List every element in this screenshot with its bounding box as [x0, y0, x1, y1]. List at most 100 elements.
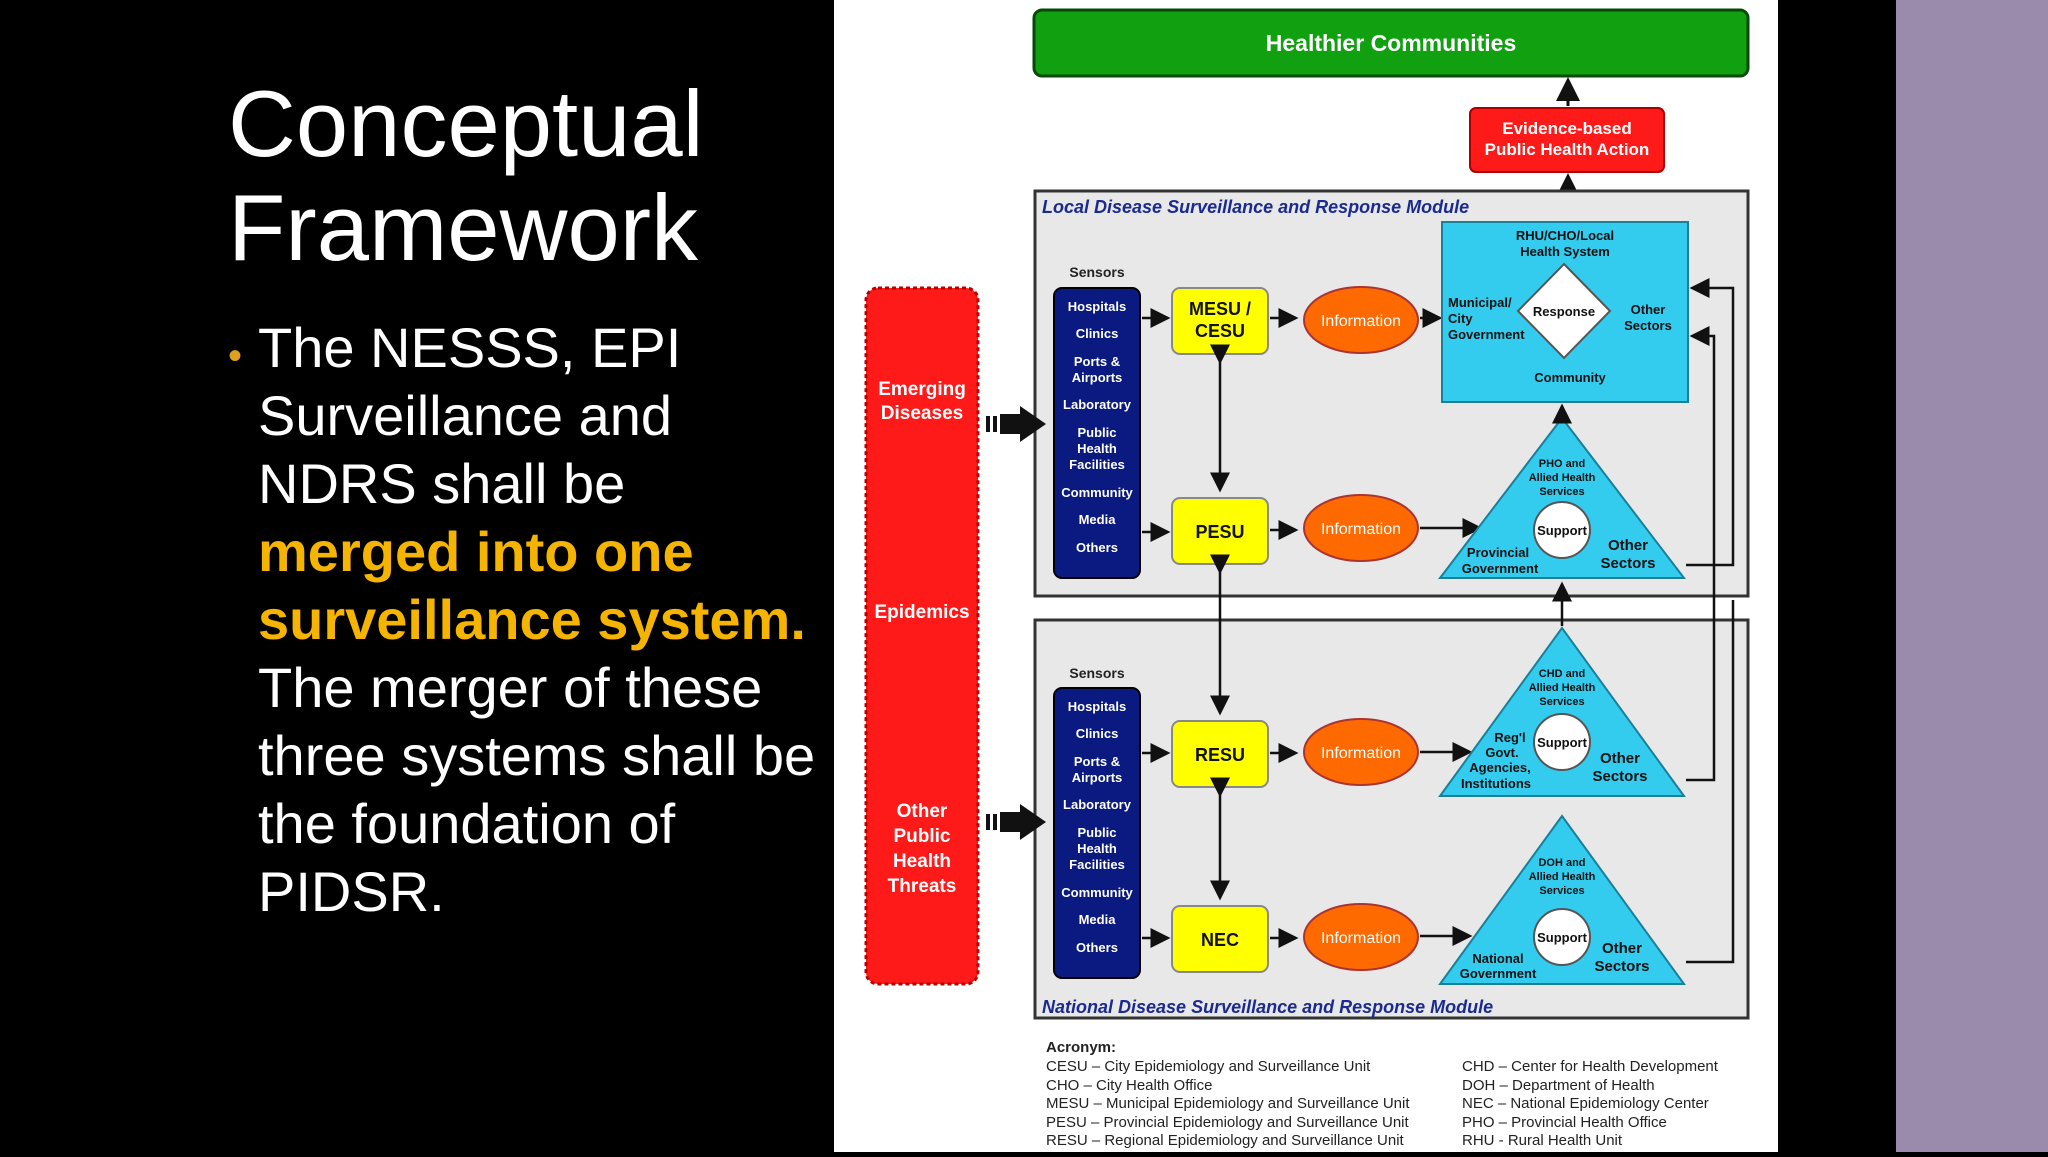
threat-emerging-1: Emerging: [878, 379, 966, 400]
lhs-right-1: Other: [1631, 302, 1666, 317]
title-line-2: Framework: [228, 175, 699, 280]
chd-top-2: Allied Health: [1529, 682, 1596, 694]
sensor-others-national: Others: [1076, 940, 1118, 955]
acronym-list-left: CESU – City Epidemiology and Surveillanc…: [1046, 1058, 1466, 1151]
acronym-chd: CHD – Center for Health Development: [1462, 1058, 1718, 1075]
support-circle-doh: [1533, 908, 1591, 966]
triangle-pho: [1437, 416, 1687, 579]
doh-support: Support: [1537, 930, 1587, 945]
sensor-community-local: Community: [1061, 485, 1133, 500]
sensor-ports-local: Ports &: [1074, 354, 1120, 369]
threat-arrow-national: [986, 804, 1046, 840]
bullet-text-post: The merger of these three systems shall …: [258, 656, 816, 923]
acronym-mesu: MESU – Municipal Epidemiology and Survei…: [1046, 1095, 1410, 1112]
doh-left-2: Government: [1460, 966, 1537, 981]
sensor-clinics-local: Clinics: [1076, 326, 1119, 341]
info-ellipse-4: [1303, 903, 1419, 971]
bullet-highlight: merged into one surveillance system.: [258, 520, 806, 651]
side-panel: [1896, 0, 2048, 1152]
sensor-others-local: Others: [1076, 540, 1118, 555]
pho-right-1: Other: [1608, 537, 1648, 554]
acronym-pesu: PESU – Provincial Epidemiology and Surve…: [1046, 1113, 1409, 1131]
acronym-rhu: RHU - Rural Health Unit: [1462, 1132, 1623, 1149]
acronym-cesu: CESU – City Epidemiology and Surveillanc…: [1046, 1058, 1371, 1075]
doh-right-2: Sectors: [1594, 958, 1649, 975]
unit-resu-label: RESU: [1195, 745, 1245, 765]
lhs-left-1: Municipal/: [1448, 295, 1512, 310]
sensor-health-national: Health: [1077, 841, 1117, 856]
sensor-airports-local: Airports: [1072, 370, 1123, 385]
sensors-label-local: Sensors: [1069, 264, 1124, 280]
pho-support: Support: [1537, 523, 1587, 538]
lhs-bottom: Community: [1534, 370, 1606, 385]
triangle-chd: [1438, 626, 1686, 797]
doh-right-1: Other: [1602, 940, 1642, 957]
sensor-airports-national: Airports: [1072, 770, 1123, 785]
framework-figure: Healthier Communities Evidence-based Pub…: [834, 0, 1778, 1152]
slide-title: Conceptual Framework: [228, 72, 828, 280]
title-line-1: Conceptual: [228, 71, 704, 176]
unit-pesu-label: PESU: [1195, 522, 1244, 542]
local-module-label: Local Disease Surveillance and Response …: [1042, 197, 1469, 217]
healthier-communities-box: [1032, 8, 1750, 78]
unit-nec-box: [1171, 905, 1269, 973]
sensor-media-local: Media: [1079, 512, 1117, 527]
sensor-media-national: Media: [1079, 912, 1117, 927]
support-circle-chd: [1533, 713, 1591, 771]
support-circle-pho: [1533, 501, 1591, 559]
chd-top-1: CHD and: [1539, 668, 1585, 680]
evidence-action-box: [1469, 107, 1665, 173]
response-label: Response: [1533, 304, 1595, 319]
pho-top-1: PHO and: [1539, 458, 1585, 470]
threat-emerging-2: Diseases: [881, 403, 963, 424]
sensor-hospitals-local: Hospitals: [1068, 299, 1127, 314]
unit-nec-label: NEC: [1201, 930, 1239, 950]
sensor-ports-national: Ports &: [1074, 754, 1120, 769]
sensor-clinics-national: Clinics: [1076, 726, 1119, 741]
threat-epidemics: Epidemics: [874, 602, 969, 623]
sensor-facilities-national: Facilities: [1069, 857, 1125, 872]
sensor-facilities-local: Facilities: [1069, 457, 1125, 472]
info-label-3: Information: [1321, 745, 1401, 762]
triangle-doh: [1438, 814, 1686, 985]
health-threats-column: [864, 286, 980, 986]
chd-left-4: Institutions: [1461, 776, 1531, 791]
doh-top-2: Allied Health: [1529, 871, 1596, 883]
acronym-list-right: CHD – Center for Health Development DOH …: [1462, 1058, 1772, 1151]
sensor-hospitals-national: Hospitals: [1068, 699, 1127, 714]
pho-right-2: Sectors: [1600, 555, 1655, 572]
pho-left-2: Government: [1462, 561, 1539, 576]
chd-support: Support: [1537, 735, 1587, 750]
acronym-title: Acronym:: [1046, 1039, 1117, 1056]
acronym-doh: DOH – Department of Health: [1462, 1076, 1655, 1094]
doh-top-1: DOH and: [1538, 857, 1585, 869]
sensor-health-local: Health: [1077, 441, 1117, 456]
feedback-line-pho: [1686, 278, 1735, 567]
chd-left-1: Reg'l: [1494, 730, 1525, 745]
bullet-dot-icon: •: [228, 334, 243, 378]
bullet-text-pre: The NESSS, EPI Surveillance and NDRS sha…: [258, 316, 682, 515]
evidence-line-2: Public Health Action: [1485, 140, 1650, 159]
acronym-resu: RESU – Regional Epidemiology and Surveil…: [1046, 1132, 1404, 1149]
info-ellipse-2: [1303, 494, 1419, 562]
sensors-label-national: Sensors: [1069, 665, 1124, 681]
lhs-right-2: Sectors: [1624, 318, 1672, 333]
info-ellipse-1: [1303, 286, 1419, 354]
chd-right-2: Sectors: [1592, 768, 1647, 785]
lhs-left-3: Government: [1448, 327, 1525, 342]
acronym-cho: CHO – City Health Office: [1046, 1076, 1213, 1094]
lhs-title-1: RHU/CHO/Local: [1516, 228, 1614, 243]
threat-arrow-local: [986, 406, 1046, 442]
info-label-1: Information: [1321, 313, 1401, 330]
sensor-community-national: Community: [1061, 885, 1133, 900]
info-ellipse-3: [1303, 718, 1419, 786]
national-module-label: National Disease Surveillance and Respon…: [1042, 997, 1493, 1017]
bullet-text: The NESSS, EPI Surveillance and NDRS sha…: [258, 314, 818, 926]
sensor-laboratory-national: Laboratory: [1063, 797, 1132, 812]
sensors-box-national: [1053, 687, 1141, 979]
doh-left-1: National: [1472, 951, 1523, 966]
threat-other-2: Public: [893, 826, 950, 847]
framework-diagram: Healthier Communities Evidence-based Pub…: [864, 8, 1750, 1020]
lhs-title-2: Health System: [1520, 244, 1610, 259]
